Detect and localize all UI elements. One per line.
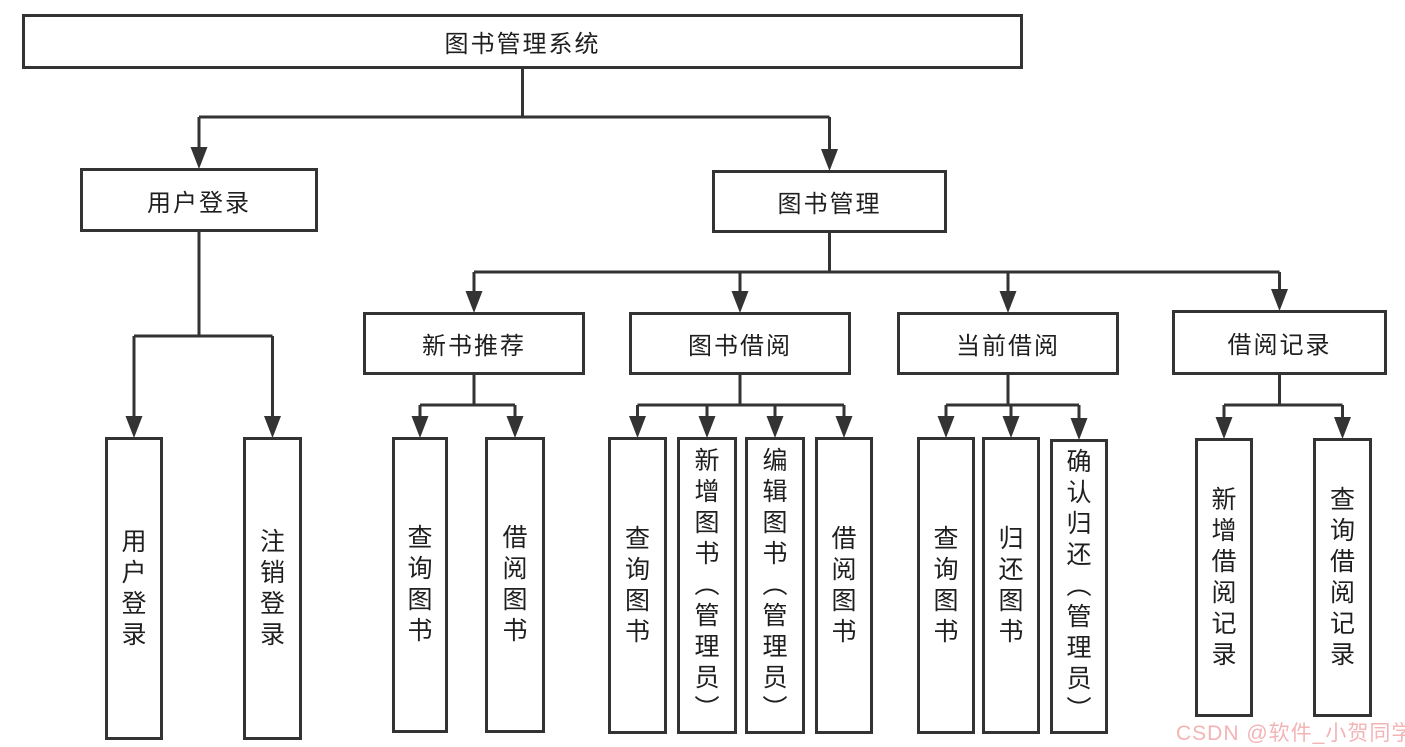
node-label: 图书借阅 xyxy=(688,333,792,360)
arrowhead xyxy=(1070,418,1088,440)
node-label: 归还图书 xyxy=(998,524,1024,646)
node-label: 借阅图书 xyxy=(502,524,528,645)
arrowhead xyxy=(1334,417,1351,439)
node-label: 确认归还︵管理员︶ xyxy=(1066,448,1092,724)
node-label: 图书管理系统 xyxy=(444,31,601,58)
arrowhead xyxy=(629,416,646,438)
node-book-mgmt: 图书管理 xyxy=(712,170,947,233)
node-label: 编辑图书︵管理员︶ xyxy=(762,447,788,723)
node-root: 图书管理系统 xyxy=(22,14,1023,69)
arrowhead xyxy=(937,416,955,438)
arrowhead xyxy=(766,416,784,438)
node-book-borrow: 图书借阅 xyxy=(629,312,851,375)
node-label: 查询图书 xyxy=(624,524,650,646)
arrowhead xyxy=(411,416,429,438)
node-user-login-op: 用户登录 xyxy=(105,437,163,740)
node-bb-edit-books: 编辑图书︵管理员︶ xyxy=(745,437,805,734)
node-new-book-rec: 新书推荐 xyxy=(363,312,585,375)
node-label: 用户登录 xyxy=(121,527,147,649)
node-label: 图书管理 xyxy=(777,191,882,218)
node-label: 查询图书 xyxy=(407,524,433,645)
node-label: 当前借阅 xyxy=(956,333,1060,360)
arrowhead xyxy=(698,416,716,438)
node-cb-confirm-ret: 确认归还︵管理员︶ xyxy=(1050,439,1108,734)
node-label: 新书推荐 xyxy=(422,333,526,360)
node-bb-add-books: 新增图书︵管理员︶ xyxy=(677,437,737,734)
node-br-add-record: 新增借阅记录 xyxy=(1195,438,1253,717)
node-nb-borrow-books: 借阅图书 xyxy=(485,437,545,733)
arrowhead xyxy=(1215,417,1233,439)
node-user-login: 用户登录 xyxy=(80,168,318,232)
node-label: 查询借阅记录 xyxy=(1329,485,1355,669)
node-logout-op: 注销登录 xyxy=(243,437,302,740)
arrowhead xyxy=(264,416,281,438)
node-nb-query-books: 查询图书 xyxy=(392,437,448,733)
node-br-query-record: 查询借阅记录 xyxy=(1313,438,1372,717)
node-cb-return-books: 归还图书 xyxy=(982,437,1040,734)
node-current-borrow: 当前借阅 xyxy=(897,312,1119,375)
node-label: 查询图书 xyxy=(933,524,959,646)
watermark: CSDN @软件_小贺同学 xyxy=(1176,722,1405,745)
node-cb-query-books: 查询图书 xyxy=(917,437,975,734)
arrowhead xyxy=(1271,289,1288,311)
node-label: 注销登录 xyxy=(259,527,285,649)
node-bb-query-books: 查询图书 xyxy=(608,437,667,734)
arrowhead xyxy=(465,291,483,313)
arrowhead xyxy=(190,147,208,169)
node-label: 新增图书︵管理员︶ xyxy=(694,447,720,723)
arrowhead xyxy=(125,416,143,438)
node-label: 新增借阅记录 xyxy=(1211,485,1237,669)
arrowhead xyxy=(999,291,1017,313)
arrowhead xyxy=(1002,416,1020,438)
node-bb-borrow-books: 借阅图书 xyxy=(815,437,873,734)
arrowhead xyxy=(731,291,749,313)
arrowhead xyxy=(506,416,524,438)
arrowhead xyxy=(821,149,838,171)
node-label: 借阅图书 xyxy=(831,524,857,646)
node-borrow-records: 借阅记录 xyxy=(1172,310,1387,375)
arrowhead xyxy=(835,416,853,438)
node-label: 用户登录 xyxy=(147,189,251,217)
node-label: 借阅记录 xyxy=(1227,332,1332,359)
